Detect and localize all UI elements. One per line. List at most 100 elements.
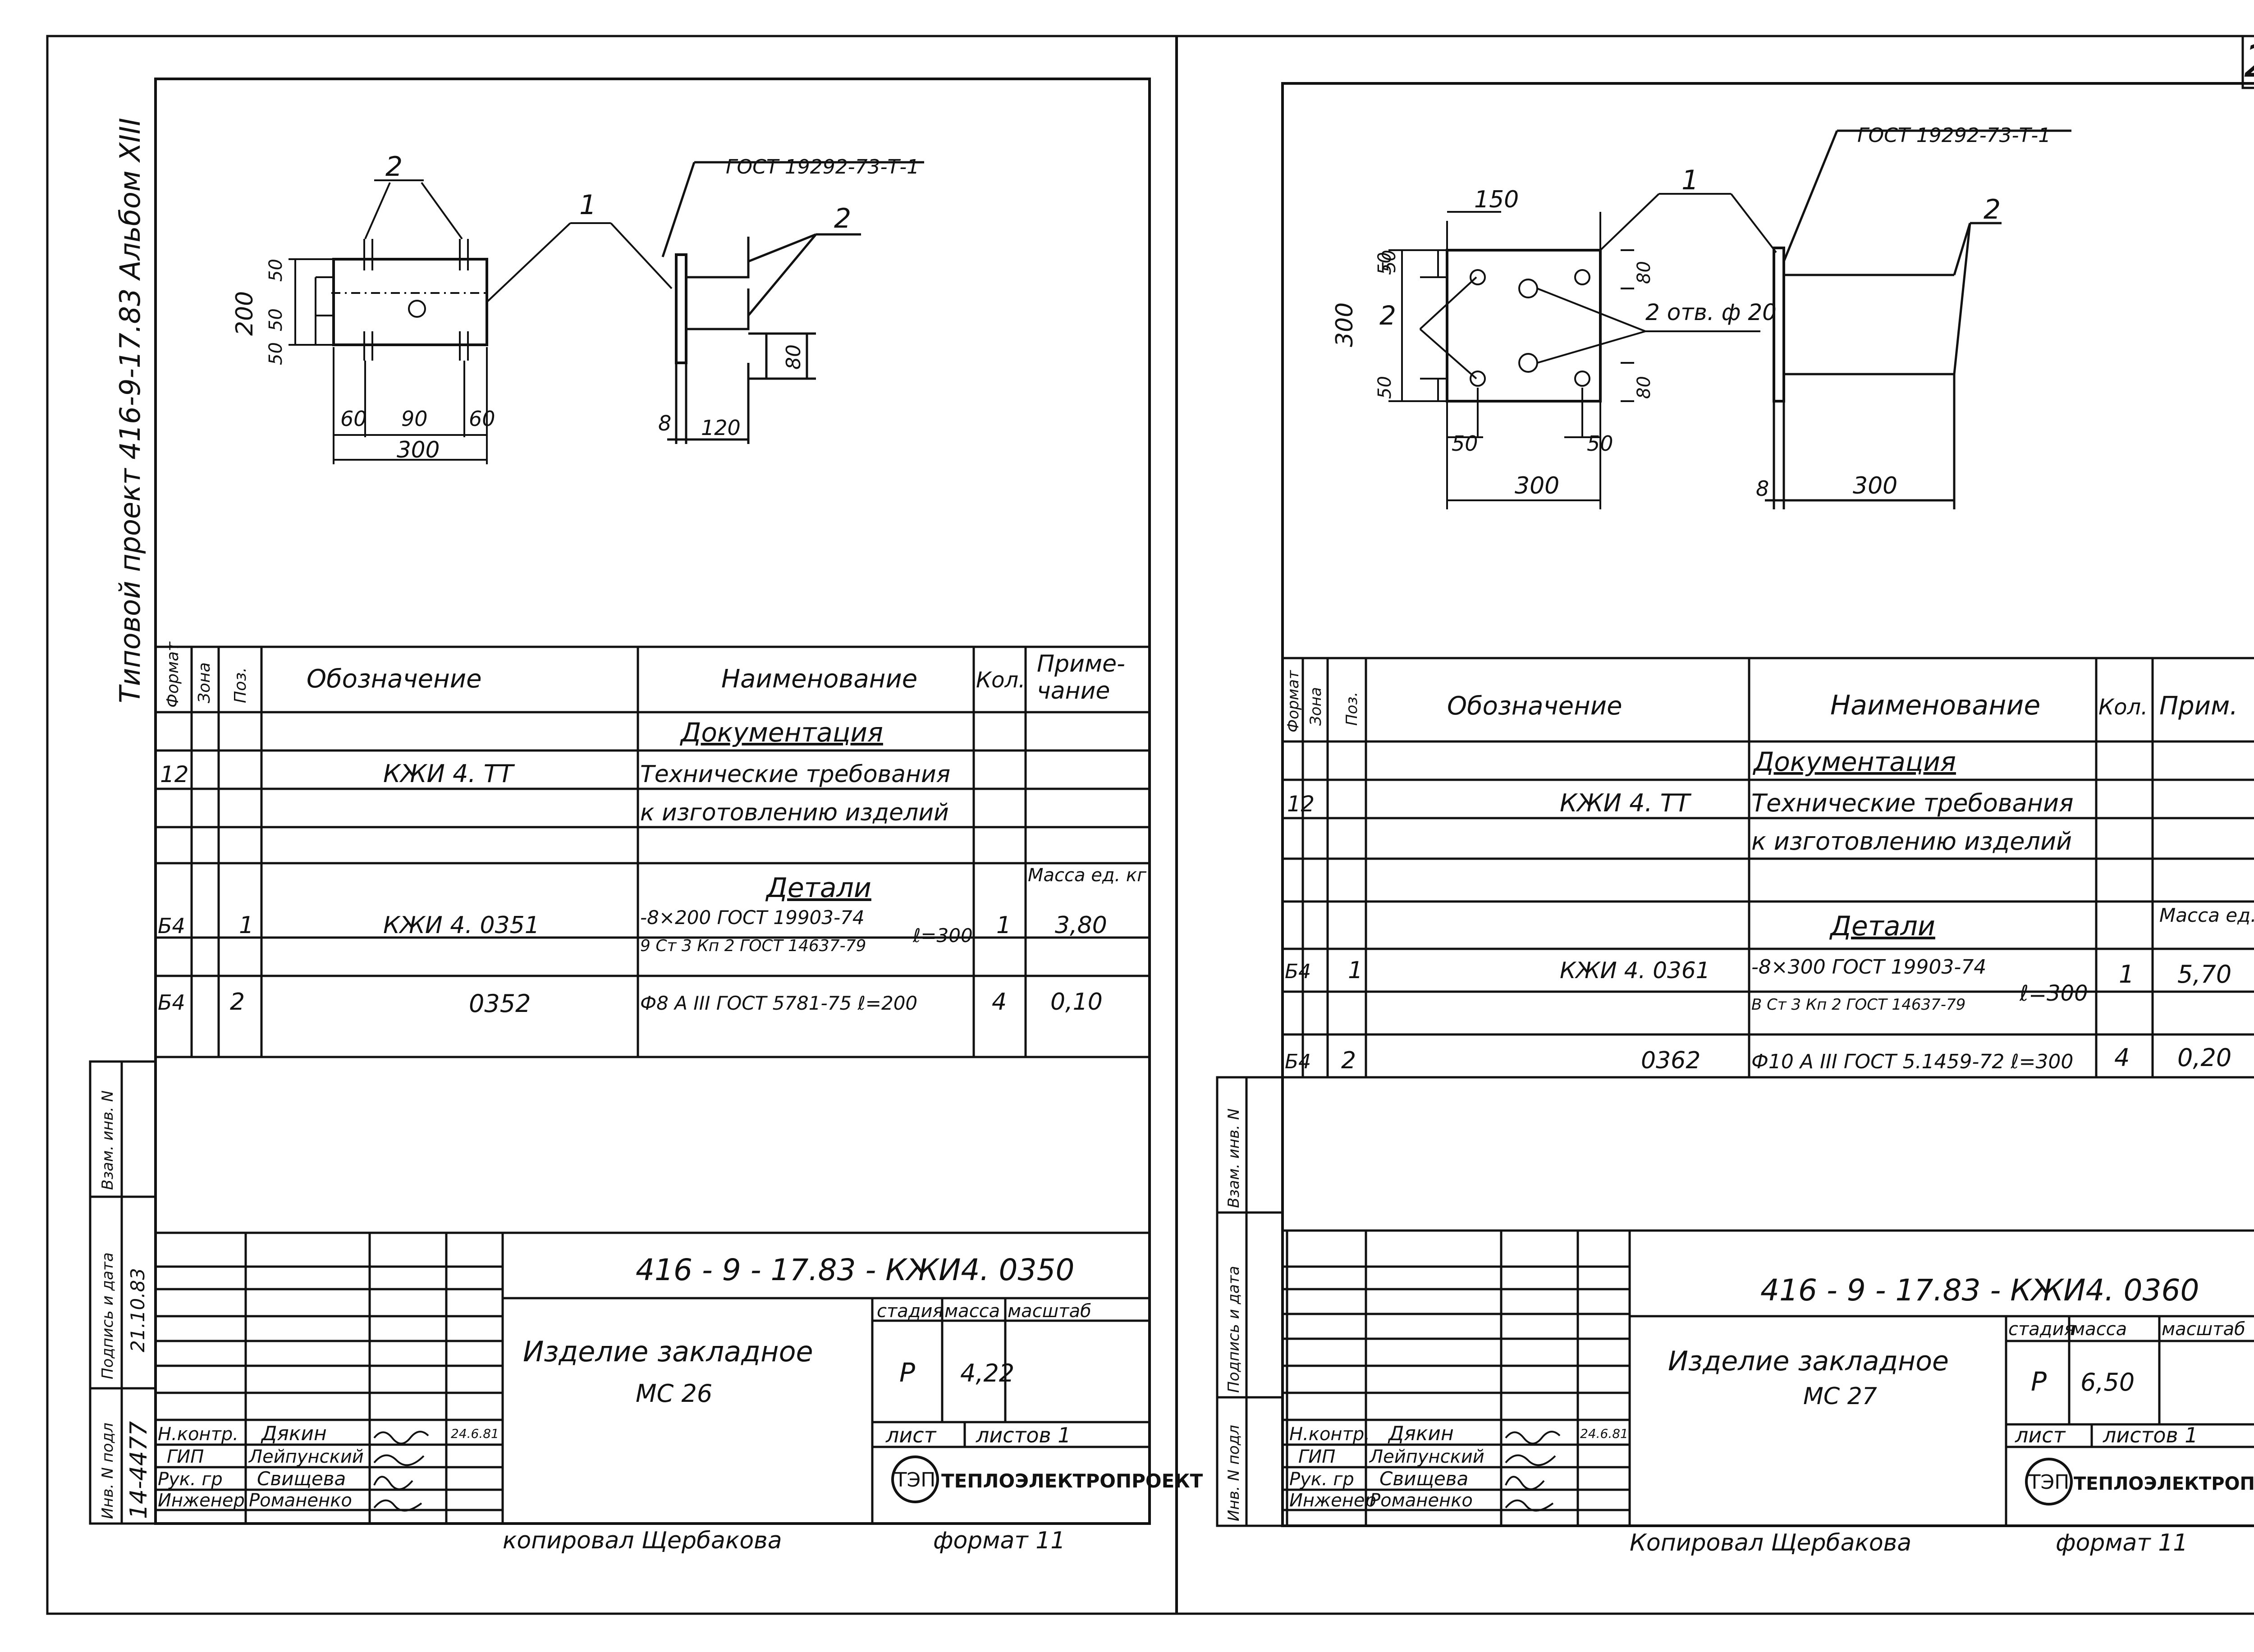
right-stamp-podpis: Подпись и дата [1225,1266,1243,1393]
right-tb-copied: Копировал Щербакова [1630,1529,1911,1556]
right-plate-drawing: 150 1 300 50 50 50 80 80 2 2 отв. ф 20 5… [1331,165,1777,509]
left-tb-org: ТЕПЛОЭЛЕКТРОПРОЕКТ [941,1470,1203,1492]
left-tb-mass-h: масса [944,1301,1000,1322]
left-tb-item-mark: МС 26 [636,1379,712,1408]
right-tb-format: формат 11 [2056,1529,2188,1556]
left-side-stamp: Взам. инв. N Подпись и дата Инв. N подл … [89,1060,157,1525]
left-inner-frame [154,78,1151,1525]
left-tb-name-2: Лейпунский [248,1446,364,1467]
left-tb-scale-h: масштаб [1008,1301,1091,1322]
right-callout-1: 1 [1681,165,1699,196]
left-tb-mass: 4,22 [960,1359,1014,1387]
right-dim-50c: 50 [1379,250,1400,273]
right-title-block: 416 - 9 - 17.83 - КЖИ4. 0360 Изделие зак… [1283,1229,2254,1556]
left-tb-name-1: Дякин [261,1422,327,1445]
right-stamp-inv: Инв. N подл [1225,1425,1243,1521]
right-dim-300v: 300 [1331,302,1358,347]
left-dim-8: 8 [658,411,671,435]
right-tb-mass: 6,50 [2080,1368,2135,1396]
left-th-note-2: чание [1037,677,1110,705]
right-row4-note: 0,20 [2177,1043,2231,1072]
right-row4-format: Б4 [1285,1050,1311,1073]
left-gost-label: ГОСТ 19292-73-Т-1 [726,156,919,178]
right-gost-label: ГОСТ 19292-73-Т-1 [1857,124,2051,147]
left-th-qty: Кол. [976,668,1025,693]
right-side-stamp: Взам. инв. N Подпись и дата Инв. N подл [1216,1076,1284,1527]
right-plate [1446,249,1602,403]
left-row3-format: Б4 [158,914,185,938]
left-tb-item-name: Изделие закладное [523,1335,813,1368]
left-row4-pos: 2 [230,988,245,1016]
right-row4-designation: 0362 [1641,1047,1700,1074]
right-tb-sheets-h: листов 1 [2103,1423,2198,1447]
left-row3-qty: 1 [996,912,1011,939]
right-row3-note: 5,70 [2177,960,2231,988]
right-tb-sheet-h: лист [2015,1423,2066,1447]
left-row4-name: Ф8 А III ГОСТ 5781-75 ℓ=200 [640,992,917,1014]
left-row4-format: Б4 [158,990,185,1015]
left-tb-sign-date: 24.6.81 [451,1426,499,1441]
right-tb-role-3: Рук. гр [1289,1469,1354,1490]
left-tb-role-2: ГИП [167,1446,204,1467]
right-th-name: Наименование [1830,690,2040,721]
right-dim-50b: 50 [1374,376,1395,399]
right-tb-name-3: Свищева [1379,1468,1468,1490]
right-row3-name2: В Ст 3 Кп 2 ГОСТ 14637-79 [1751,996,1965,1014]
right-holes-label: 2 отв. ф 20 [1645,299,1777,325]
right-dim-50a: 50 [1374,252,1395,275]
left-tb-stage: Р [899,1357,915,1388]
left-tb-role-1: Н.контр. [158,1424,238,1445]
left-row3-name2: 9 Ст 3 Кп 2 ГОСТ 14637-79 [640,937,866,955]
right-tb-sign-date: 24.6.81 [1580,1426,1628,1441]
right-side-drawing: ГОСТ 19292-73-Т-1 2 8 300 [1756,124,2071,509]
right-dim-50e: 50 [1587,431,1613,456]
left-dim-120: 120 [701,416,741,440]
right-tb-role-4: Инженер [1289,1490,1376,1511]
left-row1-name: Технические требования [640,761,950,788]
right-tb-role-1: Н.контр. [1289,1424,1370,1445]
right-th-note: Прим. [2159,691,2238,721]
left-stamp-inv: Инв. N подл [99,1423,117,1519]
right-row1-designation: КЖИ 4. ТТ [1560,789,1692,817]
right-signatures [1505,1431,1561,1512]
left-dim-60a: 60 [340,407,367,431]
left-tb-copied: копировал Щербакова [503,1527,782,1554]
left-stamp-date: 21.10.83 [127,1268,149,1352]
right-th-zone: Зона [1307,687,1325,726]
left-dim-60b: 60 [469,407,495,431]
left-spec-table: Формат Зона Поз. Обозначение Наименовани… [156,641,1150,1058]
right-dim-150: 150 [1474,186,1519,213]
left-callout-2a: 2 [385,151,403,183]
right-tb-scale-h: масштаб [2162,1319,2245,1340]
right-tb-name-1: Дякин [1388,1422,1454,1445]
right-callout-2b: 2 [1984,194,2001,225]
right-tb-name-4: Романенко [1370,1490,1473,1511]
left-th-pos: Поз. [231,667,250,703]
left-row3-length: ℓ=300 [912,924,973,947]
left-tb-name-4: Романенко [249,1490,352,1511]
right-tb-org: ТЕПЛОЭЛЕКТРОПРОЕКТ [2074,1474,2254,1494]
left-row1-designation: КЖИ 4. ТТ [383,760,515,788]
left-th-format: Формат [164,641,182,708]
left-callout-2b: 2 [834,203,851,234]
right-tb-stage: Р [2031,1366,2047,1397]
left-row3-note: 3,80 [1055,912,1107,939]
right-section-details: Детали [1829,911,1935,942]
right-dim-80a: 80 [1634,261,1654,284]
right-tb-name-2: Лейпунский [1369,1446,1484,1467]
right-tb-stage-h: стадия [2008,1319,2075,1340]
left-dim-80: 80 [782,344,805,370]
left-th-name: Наименование [721,664,917,694]
right-row1-format: 12 [1287,792,1315,817]
svg-text:ТЭП: ТЭП [894,1469,936,1492]
right-stamp-vzam: Взам. инв. N [1225,1108,1243,1208]
left-mass-header: Масса ед. кг [1028,865,1147,886]
right-dim-300r: 300 [1853,472,1897,499]
left-stamp-inv-number: 14-4477 [125,1421,152,1519]
right-dim-80b: 80 [1634,376,1654,399]
right-tb-item-name: Изделие закладное [1668,1345,1949,1377]
left-row3-name: -8×200 ГОСТ 19903-74 [640,906,865,929]
left-callout-1: 1 [579,189,596,221]
left-tb-sheet-h: лист [885,1423,937,1447]
right-tb-mass-h: масса [2071,1319,2127,1340]
